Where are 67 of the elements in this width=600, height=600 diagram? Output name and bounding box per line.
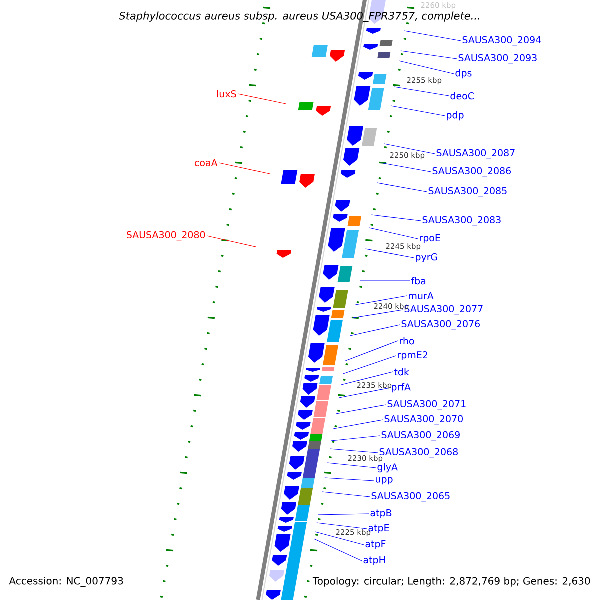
gene-label: luxS	[217, 90, 236, 98]
leader-line	[238, 94, 286, 104]
gene-label: SAUSA300_2065	[372, 492, 450, 502]
gene-label: atpB	[370, 510, 392, 518]
leader-line	[371, 214, 422, 222]
gene-label: upp	[376, 477, 393, 485]
leader-line	[315, 532, 364, 546]
gene-label: atpH	[364, 556, 385, 566]
leader-line	[314, 538, 362, 562]
leader-line	[330, 448, 378, 454]
gene-label: fba	[411, 277, 426, 285]
leader-line	[318, 514, 370, 516]
gene-label: SAUSA300_2085	[428, 187, 507, 197]
gene-label: SAUSA300_2094	[462, 36, 542, 46]
leader-line	[404, 30, 462, 42]
leader-line	[345, 340, 398, 362]
leader-line	[206, 236, 256, 248]
leader-line	[336, 404, 386, 414]
gene-label: SAUSA300_2083	[422, 216, 501, 226]
leader-line	[377, 182, 428, 192]
gene-label: atpF	[366, 540, 386, 550]
leader-line	[369, 228, 418, 240]
leader-line	[365, 248, 414, 258]
leader-line	[338, 388, 390, 398]
leader-line	[360, 280, 410, 282]
accession-label: Accession: NC_007793	[9, 577, 124, 587]
leader-line	[384, 144, 436, 154]
gene-label: deoC	[450, 92, 474, 100]
leader-line	[394, 86, 450, 96]
leader-line	[341, 372, 394, 386]
leader-line	[355, 296, 408, 306]
gene-label: pyrG	[416, 253, 438, 263]
gene-label: SAUSA300_2070	[384, 415, 463, 425]
genome-info-text: Topology: circular; Length: 2,872,769 bp; Genes: 2,630	[312, 577, 590, 587]
gene-label: tdk	[394, 368, 410, 376]
gene-label: prfA	[392, 383, 411, 393]
leader-line	[353, 310, 404, 318]
gene-label: coaA	[194, 159, 218, 167]
leader-line	[343, 356, 396, 374]
gene-label: SAUSA300_2080	[127, 231, 206, 241]
gene-label: SAUSA300_2086	[432, 167, 512, 177]
leader-line	[398, 60, 454, 74]
leader-line	[400, 50, 458, 60]
gene-label: rpoE	[420, 234, 440, 244]
gene-label: murA	[409, 292, 434, 300]
leader-line	[333, 420, 384, 430]
gene-label: rho	[400, 337, 414, 345]
leader-line	[324, 478, 374, 482]
leader-line	[390, 106, 446, 116]
leader-line	[316, 522, 368, 530]
leader-line	[380, 162, 432, 172]
gene-label: SAUSA300_2087	[436, 149, 515, 159]
gene-label: SAUSA300_2071	[388, 400, 466, 410]
gene-label: SAUSA300_2069	[382, 431, 460, 441]
gene-label: rpmE2	[398, 351, 428, 361]
gene-label: SAUSA300_2093	[458, 54, 537, 64]
leader-line	[331, 436, 380, 442]
leader-line	[218, 162, 270, 174]
gene-label: pdp	[447, 111, 464, 121]
title: Staphylococcus aureus subsp. aureus USA300_FPR3757, complete...	[119, 12, 480, 22]
leader-line	[322, 492, 370, 498]
gene-label: glyA	[378, 463, 398, 473]
leader-line	[327, 462, 376, 468]
leader-line	[350, 324, 400, 336]
gene-label: atpE	[368, 524, 390, 534]
gene-label: dps	[456, 69, 472, 79]
gene-label: SAUSA300_2076	[402, 320, 480, 330]
